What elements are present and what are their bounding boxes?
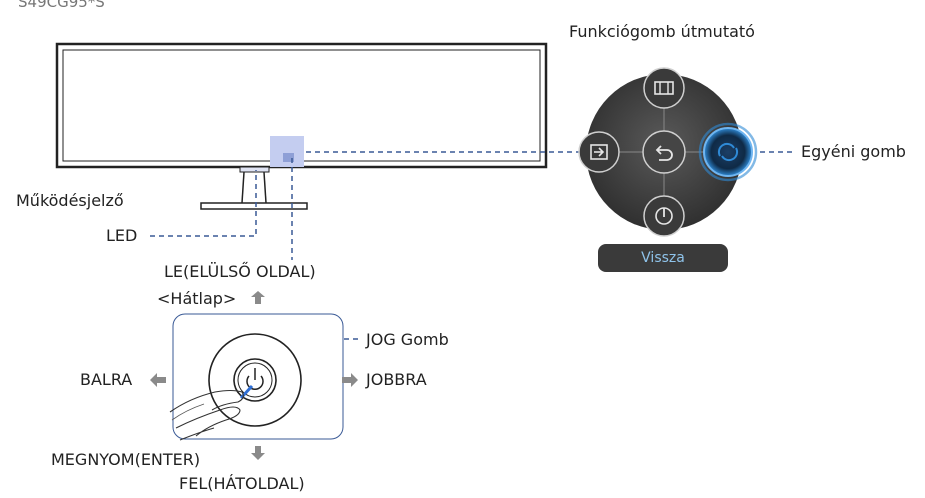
power-indicator-label: Működésjelző [16, 191, 124, 210]
back-button[interactable]: Vissza [598, 244, 728, 272]
down-front-label: LE(ELÜLSŐ OLDAL) [164, 262, 316, 281]
jog-detail [169, 313, 344, 441]
function-guide-title: Funkciógomb útmutató [569, 22, 755, 41]
direction-arrows [150, 291, 358, 460]
right-label: JOBBRA [366, 370, 427, 389]
control-pad [578, 67, 758, 237]
back-panel-label: <Hátlap> [157, 289, 237, 308]
custom-button-label: Egyéni gomb [801, 142, 906, 161]
led-jog-area [270, 136, 304, 167]
led-label: LED [106, 226, 138, 245]
left-label: BALRA [80, 370, 133, 389]
monitor [55, 42, 548, 210]
up-back-label: FEL(HÁTOLDAL) [179, 474, 305, 493]
press-enter-label: MEGNYOM(ENTER) [51, 450, 201, 469]
model-label: S49CG95*S [18, 0, 105, 11]
jog-button-label: JOG Gomb [366, 330, 449, 349]
connector-lines [150, 151, 795, 340]
